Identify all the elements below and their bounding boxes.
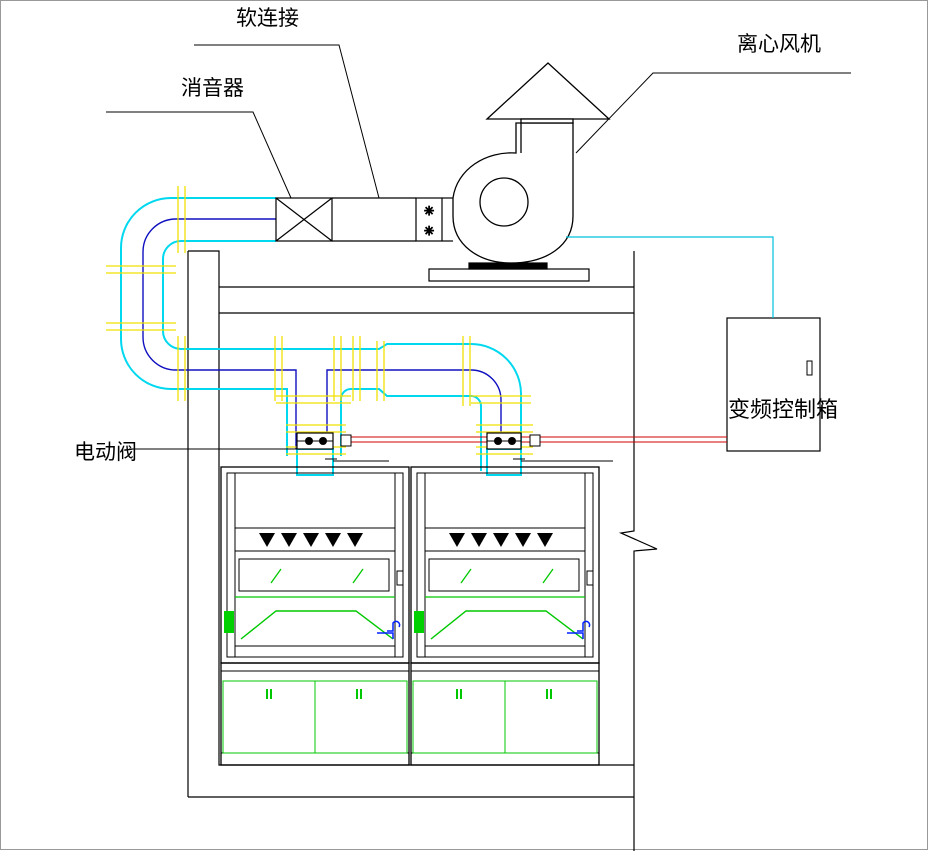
svg-text:✳: ✳ — [424, 204, 434, 218]
centrifugal-fan — [452, 62, 611, 264]
electric-valve-label: 电动阀 — [74, 440, 137, 464]
duct-outer-line — [120, 197, 522, 476]
electric-valve-left — [296, 432, 389, 462]
soft-connection-box: ✳ ✳ — [415, 197, 453, 242]
fan-power-wire — [566, 236, 774, 318]
duct-inner-line — [142, 218, 502, 449]
leader-lines — [106, 44, 851, 450]
fume-hood-right — [410, 466, 600, 766]
fan-base — [428, 262, 590, 282]
vfd-control-box-label: 变频控制箱 — [728, 398, 838, 423]
silencer-box — [275, 197, 416, 242]
centrifugal-fan-label: 离心风机 — [737, 32, 821, 56]
soft-connection-label: 软连接 — [236, 6, 299, 30]
silencer-label: 消音器 — [181, 76, 244, 100]
vfd-control-box — [726, 317, 821, 452]
electric-valve-right — [486, 432, 613, 462]
fume-hood-left — [220, 466, 410, 766]
duct-flanges — [106, 186, 533, 455]
svg-text:✳: ✳ — [424, 224, 434, 238]
